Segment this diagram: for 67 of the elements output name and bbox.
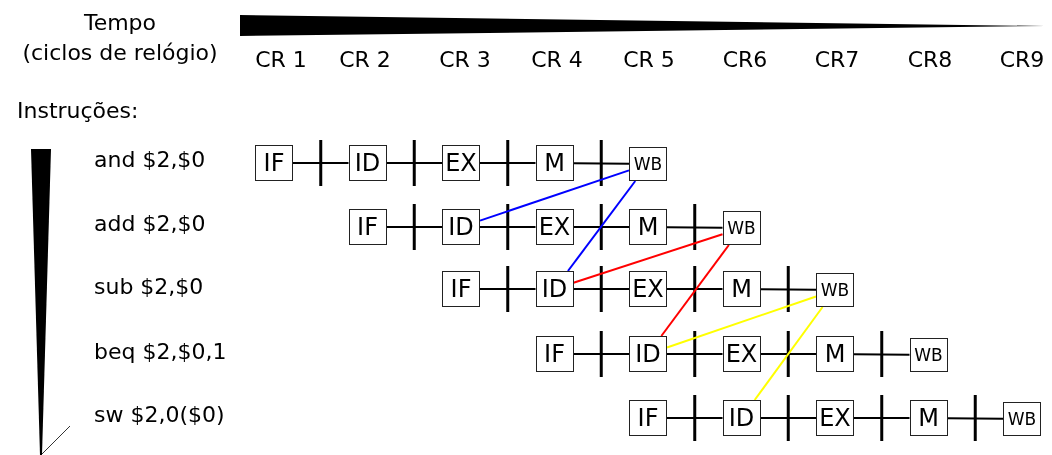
pipeline-stage-box: M	[629, 209, 667, 245]
pipeline-stage-box: M	[816, 336, 854, 372]
connector-line	[572, 226, 630, 228]
instruction-text: sub $2,$0	[94, 273, 204, 301]
forwarding-line	[572, 233, 724, 284]
pipeline-stage-box: EX	[535, 209, 574, 245]
pipeline-stage-box: WB	[1003, 402, 1041, 436]
connector-line	[572, 162, 630, 165]
connector-line	[666, 417, 724, 419]
clock-cycle-label: CR8	[907, 46, 953, 74]
section-heading: Instruções:	[17, 97, 139, 125]
pipeline-stage-box: EX	[816, 400, 854, 436]
instruction-text: add $2,$0	[94, 210, 206, 238]
clock-cycle-label: CR 1	[255, 46, 307, 74]
pipeline-stage-box: IF	[629, 400, 667, 436]
connector-line	[572, 353, 630, 355]
connector-line	[759, 288, 817, 291]
pipeline-stage-box: IF	[348, 209, 387, 245]
instruction-text: sw $2,0($0)	[94, 401, 225, 429]
forwarding-line	[566, 180, 637, 272]
forwarding-line	[660, 244, 730, 337]
pipeline-stage-box: M	[535, 145, 574, 181]
pipeline-stage-box: ID	[442, 209, 480, 245]
pipeline-stage-box: WB	[629, 147, 667, 181]
connector-line	[666, 226, 724, 229]
pipeline-stage-box: ID	[722, 400, 761, 436]
pipeline-stage-box: EX	[442, 145, 480, 181]
connector-line	[759, 353, 817, 355]
pipeline-stage-box: EX	[722, 336, 761, 372]
pipeline-stage-box: ID	[629, 336, 667, 372]
pipeline-stage-box: ID	[535, 271, 574, 307]
connector-line	[385, 226, 443, 228]
connector-line	[572, 288, 630, 290]
pipeline-stage-box: ID	[348, 145, 387, 181]
forwarding-line	[666, 295, 817, 349]
pipeline-stage-box: M	[722, 271, 761, 307]
connector-line	[479, 162, 537, 164]
instruction-text: beq $2,$0,1	[94, 338, 227, 366]
connector-line	[479, 226, 537, 228]
pipeline-stage-box: IF	[255, 145, 293, 181]
connector-line	[759, 417, 817, 419]
clock-cycle-label: CR7	[814, 46, 860, 74]
connector-line	[853, 417, 911, 419]
pipeline-stage-box: EX	[629, 271, 667, 307]
pipeline-stage-box: M	[909, 400, 948, 436]
clock-cycle-label: CR 5	[623, 46, 675, 74]
pipeline-stage-box: WB	[722, 211, 761, 245]
pipeline-stage-box: IF	[535, 336, 574, 372]
forwarding-line	[479, 169, 630, 222]
connector-line	[946, 417, 1004, 420]
instruction-text: and $2,$0	[94, 146, 206, 174]
connector-line	[666, 353, 724, 355]
connector-line	[292, 162, 350, 164]
pipeline-stage-box: WB	[909, 338, 948, 372]
clock-cycle-label: CR 3	[439, 46, 491, 74]
clock-cycle-label: CR 4	[531, 46, 583, 74]
forwarding-line	[753, 306, 824, 401]
pipeline-stage-box: IF	[442, 271, 480, 307]
clock-cycle-label: CR9	[999, 46, 1045, 74]
connector-line	[479, 288, 537, 290]
clock-cycle-label: CR 2	[339, 46, 391, 74]
pipeline-stage-box: WB	[816, 273, 854, 307]
axis-title: Tempo (ciclos de relógio)	[22, 9, 218, 67]
connector-line	[853, 353, 911, 356]
connector-line	[666, 288, 724, 290]
connector-line	[385, 162, 443, 164]
clock-cycle-label: CR6	[722, 46, 768, 74]
